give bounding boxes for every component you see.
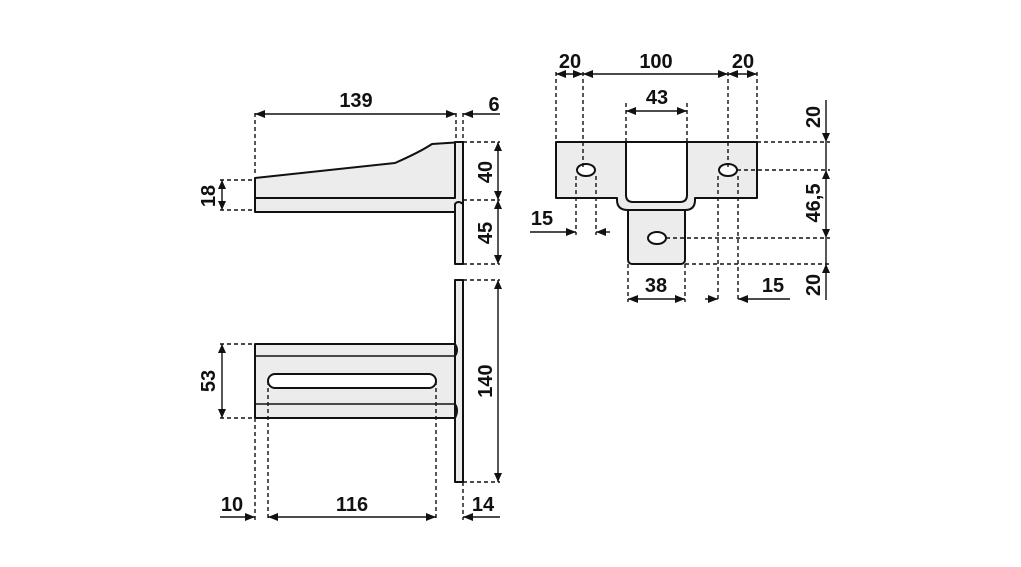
tab-hole [647, 231, 667, 245]
dim-left-hole-offset: 15 [531, 208, 553, 230]
dim-slot-offset: 10 [221, 494, 243, 516]
dim-right-ear: 20 [732, 51, 754, 73]
dim-span: 100 [639, 51, 672, 73]
dim-hole-spacing: 46,5 [803, 184, 825, 223]
dim-bottom-gap: 20 [803, 274, 825, 296]
dim-top-gap: 20 [803, 106, 825, 128]
side-profile [254, 141, 464, 199]
dim-lower-height: 45 [475, 222, 497, 244]
bottom-slot [267, 373, 437, 389]
dim-flange-thickness: 14 [472, 494, 495, 516]
dim-right-hole-offset: 15 [762, 275, 784, 297]
left-hole [576, 163, 596, 177]
dim-left-ear: 20 [559, 51, 581, 73]
dim-flange-offset: 6 [488, 94, 499, 116]
front-view: 20 100 20 43 20 46,5 20 15 38 15 [530, 51, 830, 303]
dim-slot-length: 116 [336, 494, 368, 516]
dim-width: 53 [198, 370, 220, 392]
side-flange-lower [454, 201, 464, 265]
bottom-flange [454, 279, 464, 483]
dim-channel-width: 43 [646, 87, 668, 109]
dim-length: 139 [339, 90, 372, 112]
dim-upper-height: 40 [475, 161, 497, 183]
side-view: 139 6 18 40 45 [198, 90, 502, 265]
bottom-view: 53 140 10 116 14 [198, 279, 502, 521]
dim-total-height: 140 [475, 364, 497, 397]
dim-tip-height: 18 [198, 185, 220, 207]
dim-tab-width: 38 [645, 275, 667, 297]
